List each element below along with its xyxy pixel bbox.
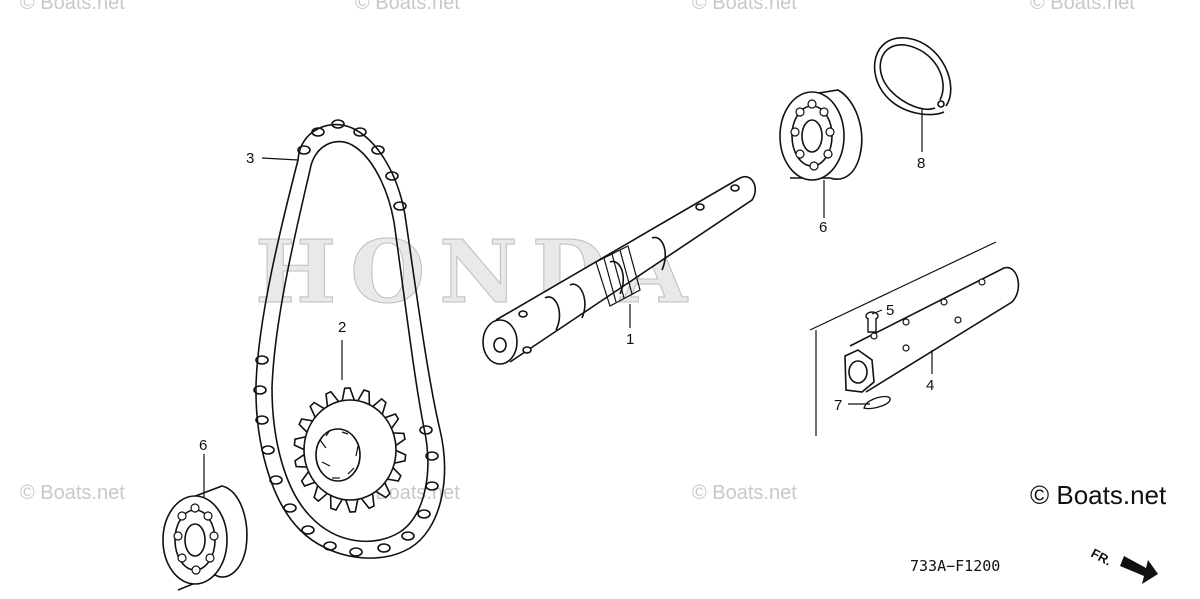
tine-axle (809, 241, 1020, 436)
callout-leaders (203, 108, 933, 498)
callout-2: 2 (338, 319, 346, 336)
watermark-top-4: © Boats.net (1030, 0, 1135, 14)
bearing-lower (162, 485, 248, 591)
callout-6-lower: 6 (199, 437, 207, 454)
diagram-code: 733A−F1200 (910, 557, 1001, 575)
chain-link (425, 481, 439, 491)
chain-link (331, 119, 345, 129)
clevis-pin (865, 311, 879, 333)
chain-link (255, 355, 269, 365)
watermark-top-2: © Boats.net (355, 0, 460, 14)
chain-link (269, 475, 283, 485)
callout-4: 4 (926, 377, 934, 394)
callout-8: 8 (917, 155, 925, 172)
chain-link (323, 541, 337, 551)
bearing-upper (779, 89, 863, 181)
chain-link (253, 385, 267, 395)
chain-link (311, 127, 325, 137)
hair-clip (863, 395, 891, 410)
chain-link (385, 171, 399, 181)
callout-3: 3 (246, 150, 254, 167)
callout-1: 1 (626, 331, 634, 348)
chain-link (401, 531, 415, 541)
drive-shaft (482, 175, 756, 365)
front-label: FR. (1089, 545, 1115, 568)
chain-link (283, 503, 297, 513)
chain-link (377, 543, 391, 553)
front-indicator: FR. (1089, 545, 1158, 584)
watermark-mid-1: © Boats.net (20, 482, 125, 504)
snap-ring (873, 37, 952, 116)
chain-link (425, 451, 439, 461)
callout-7: 7 (834, 397, 842, 414)
chain-link (371, 145, 385, 155)
watermark-corner: © Boats.net (1030, 480, 1167, 510)
chain-link (301, 525, 315, 535)
callout-6-upper: 6 (819, 219, 827, 236)
drive-chain (253, 119, 446, 559)
chain-link (255, 415, 269, 425)
watermark-top-1: © Boats.net (20, 0, 125, 14)
chain-link (261, 445, 275, 455)
callout-5: 5 (886, 302, 894, 319)
chain-link (349, 547, 363, 557)
chain-link (353, 127, 367, 137)
front-arrow-icon (1120, 556, 1158, 584)
chain-link (393, 201, 407, 211)
chain-link (419, 425, 433, 435)
watermark-top-3: © Boats.net (692, 0, 797, 14)
watermark-mid-3: © Boats.net (692, 482, 797, 504)
chain-link (417, 509, 431, 519)
drive-sprocket (293, 387, 407, 513)
chain-link (297, 145, 311, 155)
